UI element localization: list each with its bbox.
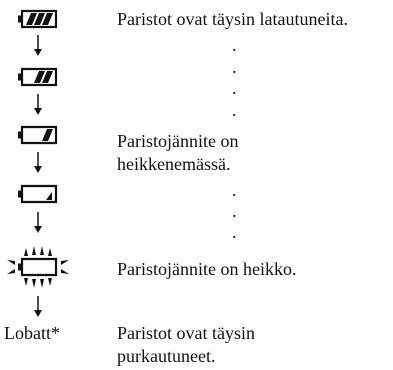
battery-full-icon [18,9,58,29]
battery-minimal-icon [18,184,58,204]
ellipsis-dot: . [232,201,237,221]
battery-empty-blinking-icon [7,246,69,288]
ellipsis-dot: . [232,78,237,98]
battery-two-thirds-icon [18,67,58,87]
ellipsis-dot: . [232,57,237,77]
description-low: Paristojännite on heikko. [117,259,297,279]
description-full: Paristot ovat täysin latautuneita. [117,9,348,29]
ellipsis-dot: . [232,100,237,120]
down-arrow-icon [34,296,42,317]
description-weakening-line2: heikkenemässä. [117,154,231,174]
battery-one-third-icon [18,125,58,145]
ellipsis-dot: . [232,180,237,200]
ellipsis-dot: . [232,35,237,55]
description-weakening-line1: Paristojännite on [117,131,239,151]
down-arrow-icon [34,35,42,56]
down-arrow-icon [34,152,42,173]
lobatt-label: Lobatt* [4,323,60,343]
down-arrow-icon [34,212,42,233]
description-empty-line2: purkautuneet. [117,346,216,366]
description-empty-line1: Paristot ovat täysin [117,323,255,343]
down-arrow-icon [34,94,42,115]
ellipsis-dot: . [232,222,237,242]
